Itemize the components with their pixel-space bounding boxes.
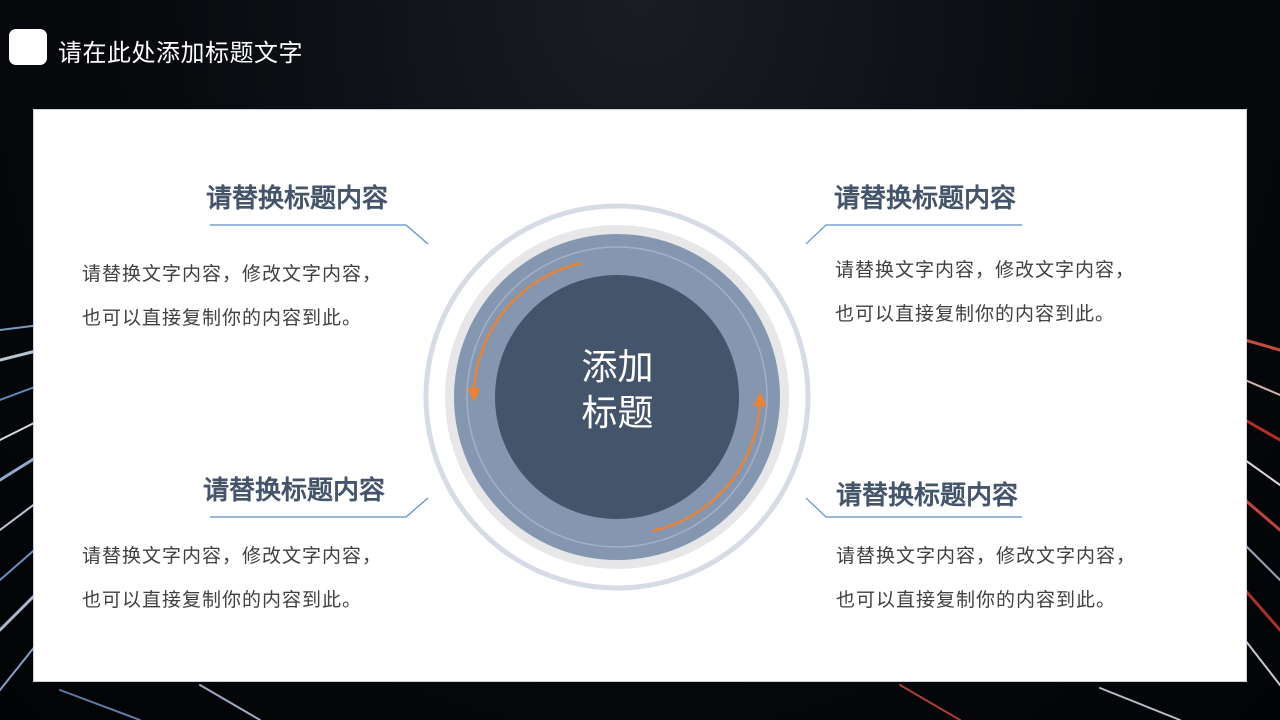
block-heading-bottom-right: 请替换标题内容 <box>836 481 1019 511</box>
inner-thin-ring <box>466 246 768 548</box>
center-title-line: 标题 <box>581 393 654 434</box>
block-text-line: 请替换文字内容，修改文字内容， <box>82 545 383 567</box>
center-circle-graphic <box>423 203 811 591</box>
block-heading-bottom-left: 请替换标题内容 <box>203 476 386 506</box>
connector-line-bottom-right <box>805 497 1022 518</box>
block-text-line: 也可以直接复制你的内容到此。 <box>82 589 363 611</box>
center-core <box>495 275 739 519</box>
connector-line-bottom-left <box>210 497 429 518</box>
center-title-line: 添加 <box>581 347 654 388</box>
block-text-line: 也可以直接复制你的内容到此。 <box>836 589 1117 611</box>
block-text-top-right: 请替换文字内容，修改文字内容， 也可以直接复制你的内容到此。 <box>835 248 1135 336</box>
block-text-line: 请替换文字内容，修改文字内容， <box>835 259 1136 281</box>
block-text-line: 也可以直接复制你的内容到此。 <box>835 303 1116 325</box>
block-text-top-left: 请替换文字内容，修改文字内容， 也可以直接复制你的内容到此。 <box>82 252 382 340</box>
title-bar: 请在此处添加标题文字 <box>0 0 1280 100</box>
block-text-bottom-right: 请替换文字内容，修改文字内容， 也可以直接复制你的内容到此。 <box>836 534 1136 622</box>
cycle-arrows-icon <box>467 261 767 533</box>
center-title: 添加 标题 <box>540 345 695 437</box>
connector-line-top-left <box>210 224 429 245</box>
block-text-bottom-left: 请替换文字内容，修改文字内容， 也可以直接复制你的内容到此。 <box>82 534 382 622</box>
connector-line-top-right <box>805 224 1022 245</box>
title-marker-icon <box>9 29 47 65</box>
block-heading-top-left: 请替换标题内容 <box>206 184 389 214</box>
page-title: 请在此处添加标题文字 <box>58 39 303 67</box>
outer-ring <box>423 203 811 591</box>
block-heading-top-right: 请替换标题内容 <box>834 184 1017 214</box>
block-text-line: 请替换文字内容，修改文字内容， <box>82 263 383 285</box>
block-text-line: 请替换文字内容，修改文字内容， <box>836 545 1137 567</box>
block-text-line: 也可以直接复制你的内容到此。 <box>82 307 363 329</box>
